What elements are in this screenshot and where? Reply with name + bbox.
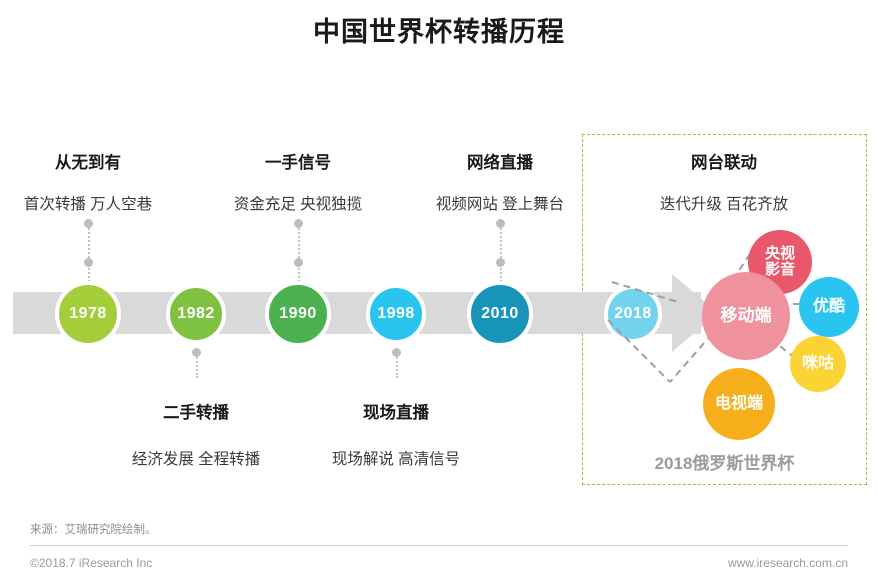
stage-heading-1978: 从无到有	[55, 154, 121, 172]
stage-heading-1990: 一手信号	[265, 154, 331, 172]
stage-sub-1990: 资金充足 央视独揽	[233, 196, 363, 213]
website-url: www.iresearch.com.cn	[727, 556, 848, 570]
timeline-bar	[13, 292, 701, 334]
stage-heading-2010: 网络直播	[467, 154, 533, 172]
connector-line-1990	[298, 224, 302, 282]
connector-line-1998	[396, 350, 400, 378]
node-label-tv: 电视端	[714, 394, 763, 412]
timeline-node-2010[interactable]: 2010	[467, 281, 533, 347]
stage-sub-2010: 视频网站 登上舞台	[435, 196, 565, 213]
stage-sub-1978: 首次转播 万人空巷	[23, 196, 153, 213]
connector-dot-bottom-1978	[84, 258, 93, 267]
connector-dot-1998	[392, 348, 401, 357]
stage-heading-1998: 现场直播	[363, 404, 429, 422]
connector-dot-top-1990	[294, 219, 303, 228]
year-label-1990: 1990	[279, 305, 317, 322]
year-label-1978: 1978	[69, 305, 107, 322]
ecosystem-node-youku[interactable]: 优酷	[799, 277, 859, 337]
ecosystem-node-tv[interactable]: 电视端	[703, 368, 775, 440]
stage-sub-1982: 经济发展 全程转播	[131, 451, 261, 468]
node-label-line2-cctv: 影音	[764, 261, 795, 278]
timeline-node-1982[interactable]: 1982	[166, 284, 226, 344]
node-label-line1-cctv: 央视	[764, 245, 795, 263]
stage-sub-1998: 现场解说 高清信号	[331, 451, 461, 468]
ecosystem-node-migu[interactable]: 咪咕	[790, 336, 846, 392]
connector-dot-top-2010	[496, 219, 505, 228]
stage-heading-1982: 二手转播	[163, 404, 229, 422]
footer-divider	[30, 545, 848, 546]
stage-heading-2018: 网台联动	[691, 154, 757, 172]
copyright-text: ©2018.7 iResearch Inc	[30, 556, 153, 570]
connector-dot-1982	[192, 348, 201, 357]
year-label-2018: 2018	[614, 305, 652, 322]
page-title: 中国世界杯转播历程	[313, 17, 565, 47]
connector-dot-bottom-2010	[496, 258, 505, 267]
node-label-youku: 优酷	[812, 297, 845, 315]
timeline-node-1990[interactable]: 1990	[265, 281, 331, 347]
year-label-1998: 1998	[377, 305, 415, 322]
connector-line-1978	[88, 224, 92, 282]
timeline-node-1998[interactable]: 1998	[366, 284, 426, 344]
connector-line-1982	[196, 350, 200, 378]
connector-dot-bottom-1990	[294, 258, 303, 267]
stage-sub-2018: 迭代升级 百花齐放	[659, 196, 789, 213]
node-label-migu: 咪咕	[801, 354, 834, 372]
highlight-caption: 2018俄罗斯世界杯	[654, 454, 795, 473]
ecosystem-node-mobile[interactable]: 移动端	[702, 272, 790, 360]
node-label-mobile: 移动端	[720, 306, 772, 326]
timeline-node-1978[interactable]: 1978	[55, 281, 121, 347]
connector-line-2010	[500, 224, 504, 282]
year-label-2010: 2010	[481, 305, 519, 322]
source-note: 来源：艾瑞研究院绘制。	[30, 524, 157, 536]
connector-dot-top-1978	[84, 219, 93, 228]
year-label-1982: 1982	[177, 305, 215, 322]
